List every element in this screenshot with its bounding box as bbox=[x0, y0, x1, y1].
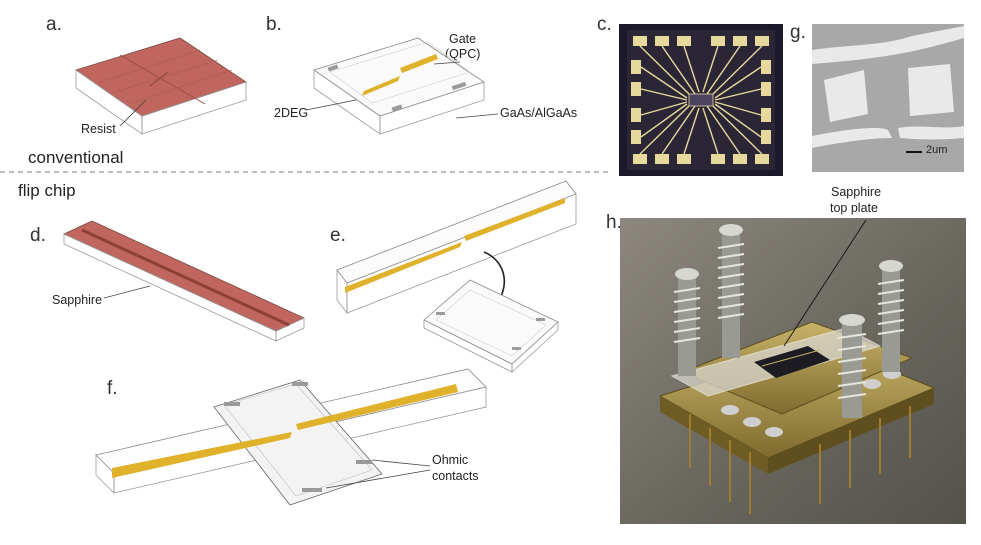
sapphire-top-label-line2: top plate bbox=[830, 201, 878, 215]
spring-posts bbox=[673, 224, 905, 418]
panel-label-a: a. bbox=[46, 14, 62, 35]
ohmic-leader-2 bbox=[325, 469, 431, 489]
flipped-sapphire-plate bbox=[336, 180, 577, 315]
sapphire-top-label-line1: Sapphire bbox=[831, 185, 882, 199]
sapphire-with-resist bbox=[63, 220, 305, 342]
ohmic-label-line1: Ohmic bbox=[432, 453, 469, 467]
ohmic-leader-1 bbox=[371, 459, 431, 467]
panel-label-f: f. bbox=[107, 378, 118, 399]
section-conventional: conventional bbox=[28, 148, 124, 167]
gate-label-line1: Gate bbox=[449, 32, 477, 46]
chip-to-flip bbox=[423, 279, 559, 373]
assembly-photo bbox=[620, 218, 966, 524]
sapphire-top-leader bbox=[783, 219, 867, 347]
sapphire-leader bbox=[103, 285, 151, 299]
resist-label: Resist bbox=[81, 122, 116, 136]
resist-leader bbox=[119, 99, 147, 127]
panel-label-b: b. bbox=[266, 14, 282, 35]
chip-with-gate bbox=[313, 37, 485, 135]
panel-label-c: c. bbox=[597, 14, 612, 35]
panel-label-d: d. bbox=[30, 225, 46, 246]
panel-label-e: e. bbox=[330, 225, 346, 246]
scale-bar-label: 2um bbox=[926, 144, 948, 156]
twodeg-leader bbox=[305, 99, 357, 111]
sapphire-label: Sapphire bbox=[52, 293, 103, 307]
gaas-label: GaAs/AlGaAs bbox=[500, 106, 578, 120]
assembled-flip-chip bbox=[95, 368, 487, 506]
gate-leader bbox=[433, 61, 461, 65]
chip-with-resist bbox=[75, 37, 247, 135]
panel-label-g: g. bbox=[790, 22, 806, 43]
twodeg-label: 2DEG bbox=[274, 106, 309, 120]
gaas-leader bbox=[455, 113, 499, 119]
sem-image: 2um bbox=[812, 24, 964, 172]
ohmic-label-line2: contacts bbox=[432, 469, 479, 483]
panel-label-h: h. bbox=[606, 212, 622, 233]
chip-photo bbox=[619, 24, 783, 176]
gate-label-line2: (QPC) bbox=[445, 47, 481, 61]
section-flip-chip: flip chip bbox=[18, 181, 76, 200]
